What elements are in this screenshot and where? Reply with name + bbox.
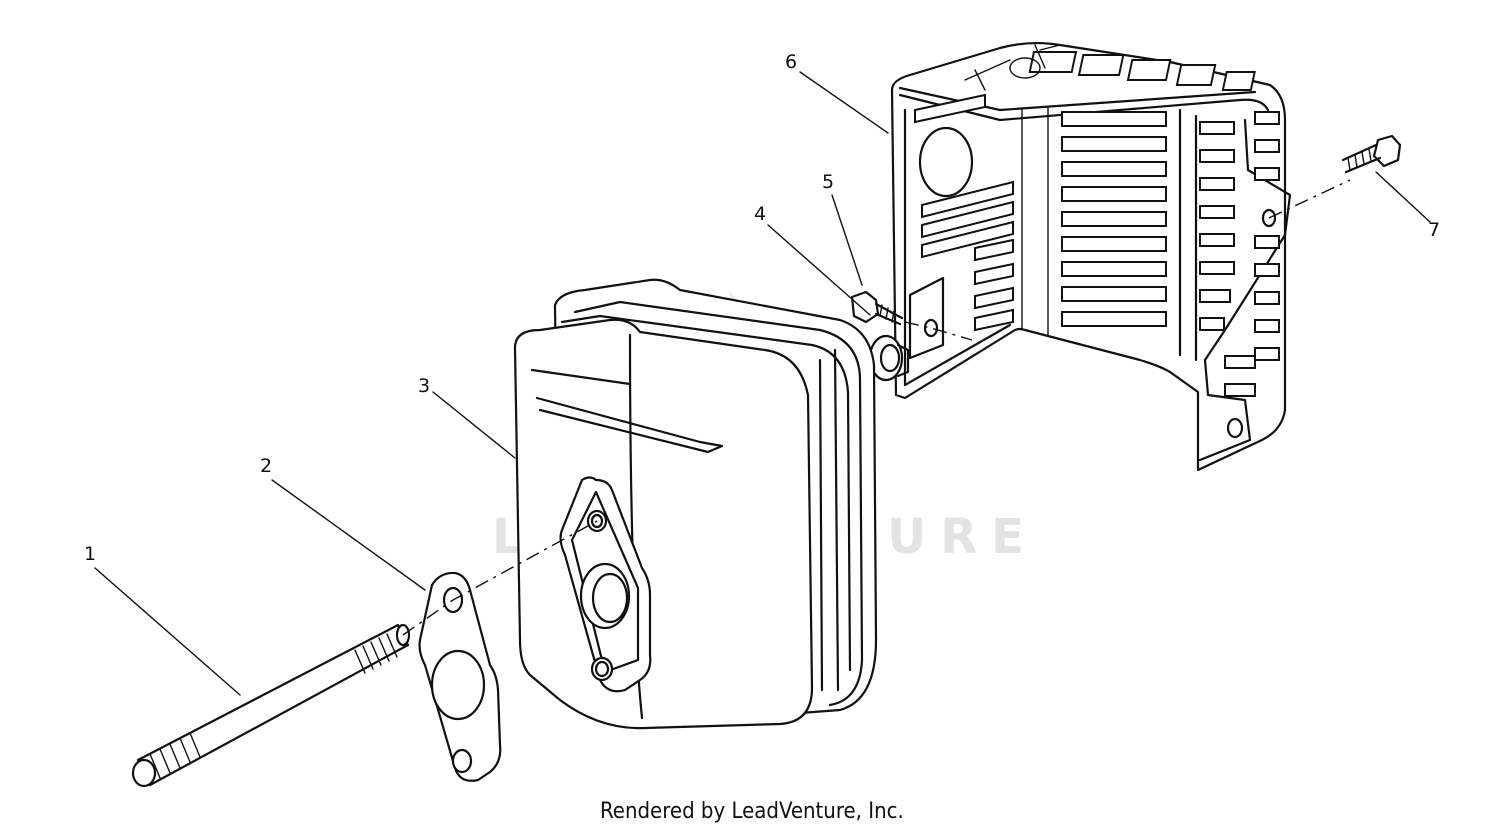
part-6-muffler-shield: [890, 41, 1292, 472]
callout-2: 2: [260, 455, 272, 477]
callout-6: 6: [785, 51, 797, 73]
part-1-stud: [131, 623, 411, 788]
callout-numbers: 1 2 3 4 5 6 7: [84, 51, 1440, 565]
part-3-muffler: [513, 278, 878, 730]
assembly-center-lines: [402, 179, 1351, 636]
part-4-lock-washer: [868, 334, 910, 382]
part-5-screw: [850, 290, 904, 326]
callout-3: 3: [418, 375, 430, 397]
callout-5: 5: [822, 171, 834, 193]
part-2-gasket: [418, 571, 502, 782]
callout-7: 7: [1428, 219, 1440, 241]
callout-4: 4: [754, 203, 766, 225]
callout-leader-lines: [94, 71, 1431, 696]
hot-emboss-icon: [964, 44, 1061, 91]
part-7-bolt: [1341, 134, 1402, 174]
rendered-by-credit: Rendered by LeadVenture, Inc.: [600, 799, 904, 824]
callout-1: 1: [84, 543, 96, 565]
